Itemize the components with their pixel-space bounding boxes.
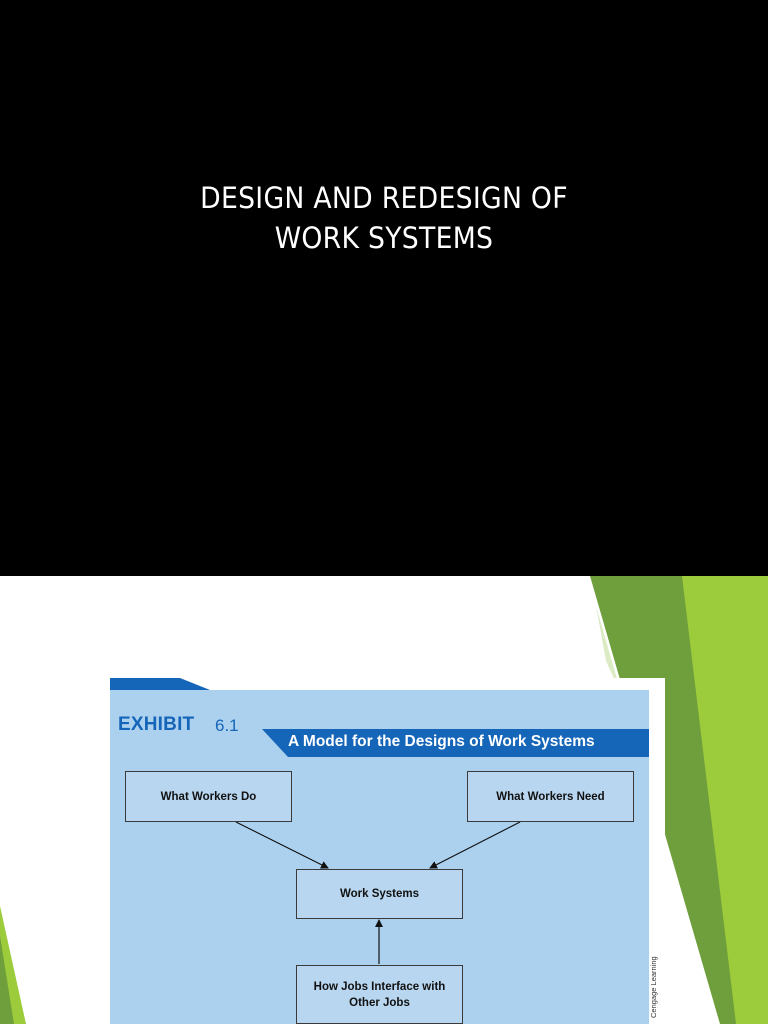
box-how-jobs-interface-line-1: How Jobs Interface with (313, 980, 446, 993)
exhibit-number: 6.1 (215, 716, 239, 735)
title-slide: DESIGN AND REDESIGN OF WORK SYSTEMS (0, 0, 768, 576)
box-what-workers-do: What Workers Do (125, 771, 292, 822)
box-what-workers-do-label: What Workers Do (160, 790, 257, 803)
box-work-systems-label: Work Systems (339, 888, 420, 900)
exhibit-title-banner (262, 729, 649, 757)
arrow-need-to-systems (429, 821, 521, 869)
slide-title-line-1: DESIGN AND REDESIGN OF (200, 181, 568, 215)
exhibit-figure: EXHIBIT 6.1 A Model for the Designs of W… (110, 678, 665, 1024)
box-how-jobs-interface: How Jobs Interface with Other Jobs (296, 965, 463, 1024)
box-what-workers-need: What Workers Need (467, 771, 634, 822)
slide-title: DESIGN AND REDESIGN OF WORK SYSTEMS (31, 178, 738, 258)
box-work-systems: Work Systems (296, 869, 463, 919)
exhibit-slide: EXHIBIT 6.1 A Model for the Designs of W… (0, 576, 768, 1024)
green-sliver-top (596, 606, 622, 696)
image-credit: Cengage Learning (649, 956, 658, 1018)
slide-title-line-2: WORK SYSTEMS (274, 221, 494, 255)
box-what-workers-need-label: What Workers Need (496, 790, 605, 803)
exhibit-graphics (110, 678, 649, 1024)
exhibit-tab (110, 678, 210, 690)
exhibit-label: EXHIBIT (118, 714, 195, 735)
green-band-light (682, 576, 768, 1024)
exhibit-title: A Model for the Designs of Work Systems (288, 733, 595, 750)
green-corner-left-dark (0, 936, 14, 1024)
arrow-do-to-systems (235, 821, 329, 869)
box-how-jobs-interface-line-2: Other Jobs (349, 996, 410, 1009)
